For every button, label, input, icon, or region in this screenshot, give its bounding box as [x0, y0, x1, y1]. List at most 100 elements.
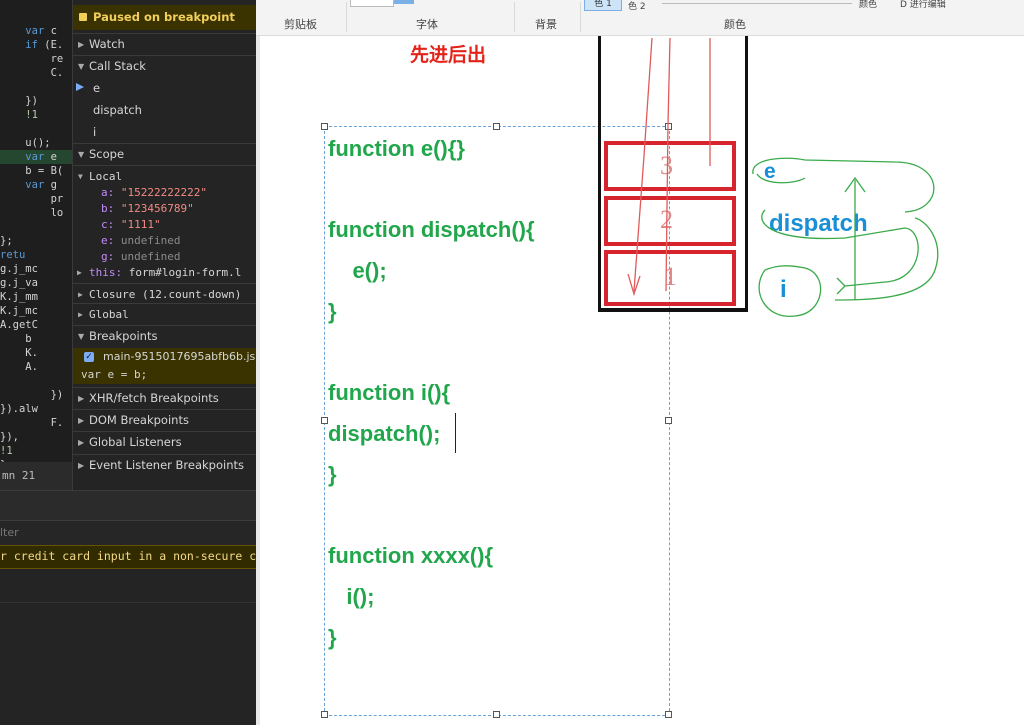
code-line: var e — [0, 150, 72, 164]
section-event-listener-breakpoints[interactable]: ▶ Event Listener Breakpoints — [73, 454, 256, 476]
breakpoint-item[interactable]: ✓ main-9515017695abfb6b.js: — [73, 348, 256, 366]
triangle-right-icon: ▶ — [78, 394, 85, 403]
watch-label: Watch — [89, 37, 125, 51]
event-listener-label: Event Listener Breakpoints — [89, 458, 244, 472]
code-line: var g — [25, 179, 57, 191]
triangle-down-icon: ▼ — [78, 62, 85, 71]
page-title: 先进后出 — [410, 44, 487, 66]
breakpoints-label: Breakpoints — [89, 329, 158, 343]
triangle-right-icon: ▶ — [78, 310, 83, 319]
variable-name: a: — [101, 186, 115, 199]
document-page[interactable] — [256, 36, 1024, 725]
resize-handle[interactable] — [665, 711, 672, 718]
resize-handle[interactable] — [321, 417, 328, 424]
call-frame-e[interactable]: e — [73, 77, 256, 99]
section-xhr-breakpoints[interactable]: ▶ XHR/fetch Breakpoints — [73, 387, 256, 409]
call-frame-i[interactable]: i — [73, 121, 256, 143]
label-e: e — [764, 160, 776, 183]
closure-label: Closure (12.count-down) — [89, 288, 242, 301]
scope-global[interactable]: ▶ Global — [73, 303, 256, 325]
scope-variable[interactable]: e: undefined — [73, 233, 256, 249]
cursor-position: mn 21 — [2, 469, 36, 482]
resize-handle[interactable] — [493, 711, 500, 718]
scope-closure[interactable]: ▶ Closure (12.count-down) — [73, 283, 256, 305]
section-scope[interactable]: ▼ Scope — [73, 143, 256, 165]
code-line: g.j_va — [0, 277, 38, 289]
label-dispatch: dispatch — [769, 210, 868, 237]
console-filter-row[interactable]: lter — [0, 520, 256, 545]
debugger-sidebar: Paused on breakpoint ▶ Watch ▼ Call Stac… — [72, 0, 256, 490]
code-line: pr — [0, 193, 64, 205]
triangle-right-icon: ▶ — [78, 290, 83, 299]
code-line: g.j_mc — [0, 263, 38, 275]
code-line: function e(){} — [328, 136, 465, 161]
code-line: }).alw — [0, 403, 38, 415]
variable-name: b: — [101, 202, 115, 215]
editor-ribbon: 色 1 色 2 颜色 D 进行编辑 剪贴板 字体 背景 颜色 — [256, 0, 1024, 36]
code-line: u(); — [0, 137, 51, 149]
group-clipboard-label: 剪贴板 — [284, 18, 317, 31]
variable-name: g: — [101, 250, 115, 263]
color1-label: 色 1 — [594, 0, 612, 9]
call-frame-label: i — [93, 125, 97, 139]
scope-this[interactable]: ▶ this: form#login-form.l — [73, 265, 256, 281]
color-palette[interactable] — [662, 0, 852, 4]
stack-cell-top — [604, 141, 736, 191]
console-filter-input[interactable]: lter — [0, 526, 19, 539]
code-line: function i(){ — [328, 380, 451, 405]
scope-variable[interactable]: b: "123456789" — [73, 201, 256, 217]
code-line: A. — [0, 361, 38, 373]
edit-colors-label[interactable]: 颜色 — [859, 0, 878, 10]
check-icon[interactable]: ✓ — [84, 352, 94, 362]
paused-label: Paused on breakpoint — [93, 10, 235, 24]
scope-local[interactable]: ▼ Local — [73, 165, 256, 187]
edit-with-button[interactable]: D 进行编辑 — [900, 0, 946, 10]
scope-label: Scope — [89, 147, 125, 161]
triangle-right-icon: ▶ — [78, 40, 85, 49]
label-i: i — [780, 276, 787, 303]
section-call-stack[interactable]: ▼ Call Stack — [73, 55, 256, 77]
call-stack-label: Call Stack — [89, 59, 146, 73]
resize-handle[interactable] — [493, 123, 500, 130]
section-watch[interactable]: ▶ Watch — [73, 33, 256, 55]
call-frame-label: e — [93, 81, 101, 95]
code-line: !1 — [0, 10, 72, 24]
scope-variable[interactable]: g: undefined — [73, 249, 256, 265]
resize-handle[interactable] — [321, 123, 328, 130]
resize-handle[interactable] — [321, 711, 328, 718]
variable-value: "123456789" — [120, 202, 194, 215]
font-dropdown-button[interactable] — [394, 0, 414, 4]
code-line: b — [0, 333, 32, 345]
code-line: if (E. — [25, 39, 64, 51]
code-line: var c — [25, 25, 57, 37]
section-global-listeners[interactable]: ▶ Global Listeners — [73, 431, 256, 453]
color2-button[interactable]: 色 2 — [628, 0, 646, 12]
resize-handle[interactable] — [665, 417, 672, 424]
global-label: Global — [89, 308, 129, 321]
xhr-label: XHR/fetch Breakpoints — [89, 391, 219, 405]
this-value: form#login-form.l — [128, 266, 242, 279]
call-frame-dispatch[interactable]: dispatch — [73, 99, 256, 121]
triangle-down-icon: ▼ — [78, 150, 85, 159]
group-background-label: 背景 — [535, 18, 557, 31]
call-frame-label: dispatch — [93, 103, 142, 117]
console-warning: r credit card input in a non-secure co — [0, 545, 256, 569]
scope-variable[interactable]: a: "15222222222" — [73, 185, 256, 201]
code-line: } — [328, 462, 337, 487]
ribbon-separator — [580, 2, 581, 32]
dom-label: DOM Breakpoints — [89, 413, 189, 427]
font-size-box[interactable] — [350, 0, 394, 7]
code-line: lo — [0, 207, 64, 219]
variable-value: undefined — [120, 250, 181, 263]
code-line: retu — [0, 249, 26, 261]
variable-value: undefined — [120, 234, 181, 247]
color1-button[interactable]: 色 1 — [584, 0, 622, 11]
code-line: F. — [0, 417, 64, 429]
code-line: function dispatch(){ — [328, 217, 535, 242]
pause-icon — [79, 13, 87, 21]
breakpoint-code-text: var e = b; — [81, 368, 148, 381]
code-line: }) — [0, 95, 38, 107]
section-dom-breakpoints[interactable]: ▶ DOM Breakpoints — [73, 409, 256, 431]
section-breakpoints[interactable]: ▼ Breakpoints — [73, 325, 256, 347]
scope-variable[interactable]: c: "1111" — [73, 217, 256, 233]
